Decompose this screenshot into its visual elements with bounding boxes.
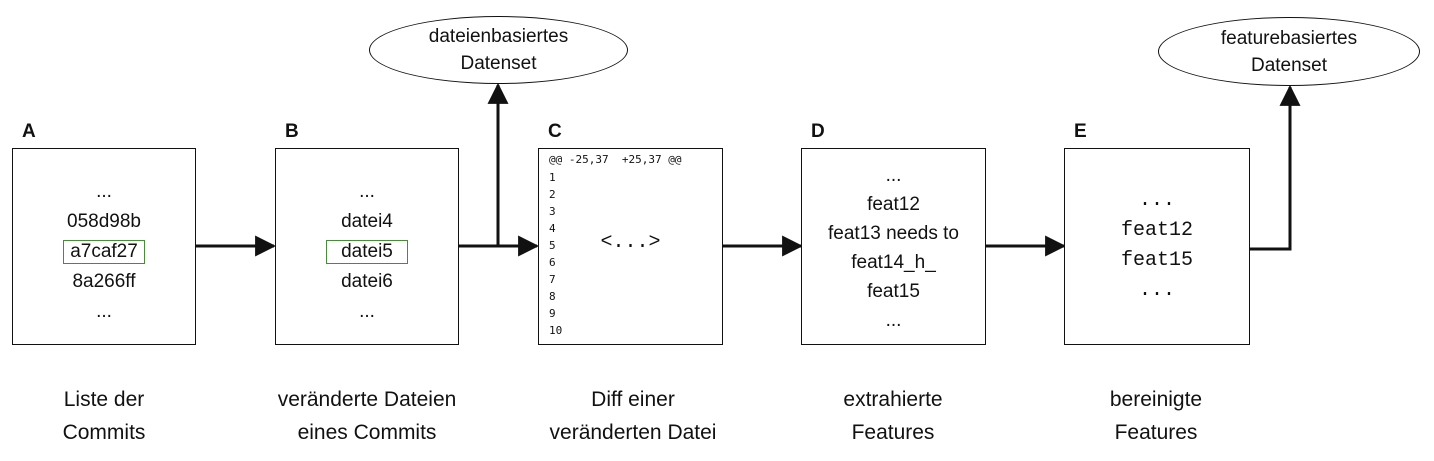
commit-list-box: ... 058d98b a7caf27 8a266ff ... xyxy=(12,148,196,345)
diff-line-numbers: 1 2 3 4 5 6 7 8 9 10 xyxy=(549,169,562,339)
caption-d-line-2: Features xyxy=(851,421,935,444)
stage-letter-e: E xyxy=(1074,121,1087,142)
caption-c-line-2: veränderten Datei xyxy=(549,421,717,444)
feature-item: feat12 xyxy=(867,194,920,215)
caption-b-line-1: veränderte Dateien xyxy=(277,388,457,411)
feature-dataset-line-2: Datenset xyxy=(1250,54,1328,76)
file-dataset-line-1: dateienbasiertes xyxy=(428,26,569,47)
clean-feature-item: feat15 xyxy=(1120,249,1193,272)
diff-line-number: 4 xyxy=(549,222,556,235)
commit-item: ... xyxy=(96,301,112,322)
selected-commit: a7caf27 xyxy=(63,240,145,264)
file-item: datei4 xyxy=(341,211,393,232)
caption-a-line-1: Liste der xyxy=(63,388,145,411)
file-dataset-ellipse: dateienbasiertes Datenset xyxy=(369,16,628,84)
diff-line-number: 1 xyxy=(549,171,556,184)
stage-letter-b: B xyxy=(285,121,299,142)
commit-item: 058d98b xyxy=(67,211,141,232)
caption-b: veränderte Dateien eines Commits xyxy=(237,383,497,449)
stage-letter-c: C xyxy=(548,121,562,142)
file-item: datei6 xyxy=(341,271,393,292)
diff-box: @@ -25,37 +25,37 @@ 1 2 3 4 5 6 7 8 9 10… xyxy=(538,148,723,345)
diff-line-number: 6 xyxy=(549,256,556,269)
file-dataset-line-2: Datenset xyxy=(460,53,537,74)
diff-line-number: 5 xyxy=(549,239,556,252)
feature-item: feat15 xyxy=(867,281,920,302)
diff-line-number: 3 xyxy=(549,205,556,218)
diff-content-placeholder: <...> xyxy=(600,231,661,254)
stage-letter-d: D xyxy=(811,121,825,142)
diff-line-number: 10 xyxy=(549,324,563,337)
caption-c-line-1: Diff einer xyxy=(591,388,675,411)
arrow-e-to-feature-dataset xyxy=(1250,84,1301,251)
clean-feature-item: ... xyxy=(1138,279,1175,302)
caption-a-line-2: Commits xyxy=(62,421,146,444)
selected-file: datei5 xyxy=(326,240,408,264)
stage-letter-a: A xyxy=(22,121,36,142)
caption-d: extrahierte Features xyxy=(763,383,1023,449)
diff-line-number: 2 xyxy=(549,188,556,201)
feature-item: feat14_h_ xyxy=(851,252,936,273)
diff-line-number: 8 xyxy=(549,290,556,303)
clean-feature-item: feat12 xyxy=(1120,219,1193,242)
extracted-features-box: ... feat12 feat13 needs to feat14_h_ fea… xyxy=(801,148,986,345)
caption-e-line-2: Features xyxy=(1114,421,1198,444)
diff-hunk-header: @@ -25,37 +25,37 @@ xyxy=(549,153,682,166)
feature-item: ... xyxy=(885,165,902,186)
feature-item: feat13 needs to xyxy=(828,223,959,244)
commit-item: 8a266ff xyxy=(72,271,136,292)
caption-a: Liste der Commits xyxy=(0,383,234,449)
clean-feature-item: ... xyxy=(1138,189,1175,212)
caption-d-line-1: extrahierte xyxy=(843,388,943,411)
feature-dataset-line-1: featurebasiertes xyxy=(1220,27,1358,49)
cleaned-features-box: ... feat12 feat15 ... xyxy=(1064,148,1250,345)
caption-c: Diff einer veränderten Datei xyxy=(503,383,763,449)
caption-b-line-2: eines Commits xyxy=(297,421,437,444)
diff-line-number: 9 xyxy=(549,307,556,320)
caption-e-line-1: bereinigte xyxy=(1109,388,1203,411)
changed-files-box: ... datei4 datei5 datei6 ... xyxy=(275,148,459,345)
file-item: ... xyxy=(359,181,375,202)
file-item: ... xyxy=(359,301,375,322)
diff-line-number: 7 xyxy=(549,273,556,286)
feature-item: ... xyxy=(885,310,902,331)
caption-e: bereinigte Features xyxy=(1026,383,1286,449)
commit-item: ... xyxy=(96,181,112,202)
feature-dataset-ellipse: featurebasiertes Datenset xyxy=(1158,17,1420,86)
